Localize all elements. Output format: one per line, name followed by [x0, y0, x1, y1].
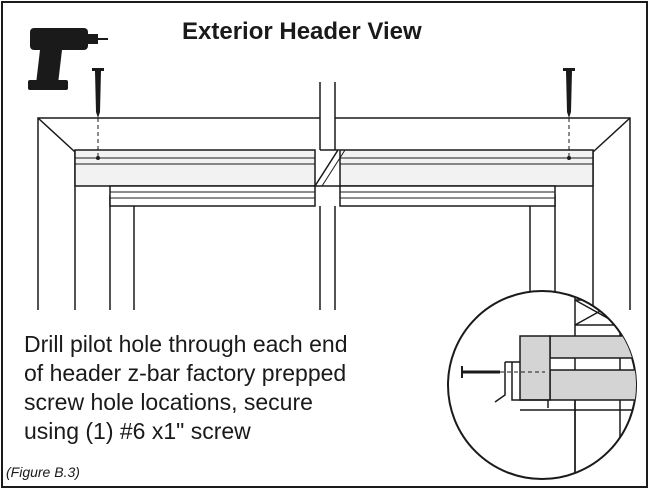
drill-icon [28, 28, 108, 90]
break-symbol [305, 82, 346, 310]
window-frame [37, 117, 631, 310]
instruction-line: using (1) #6 x1" screw [24, 418, 251, 444]
instruction-text: Drill pilot hole through each end of hea… [24, 330, 454, 446]
screw-icon [563, 68, 575, 160]
screw-icon [92, 68, 104, 160]
detail-callout [447, 290, 637, 480]
header-z-bar-left [74, 149, 316, 207]
diagram-title: Exterior Header View [182, 18, 422, 45]
instruction-line: screw hole locations, secure [24, 389, 313, 415]
figure-caption: (Figure B.3) [6, 464, 80, 480]
instruction-line: of header z-bar factory prepped [24, 360, 347, 386]
instruction-line: Drill pilot hole through each end [24, 331, 348, 357]
header-z-bar-right [339, 149, 594, 207]
